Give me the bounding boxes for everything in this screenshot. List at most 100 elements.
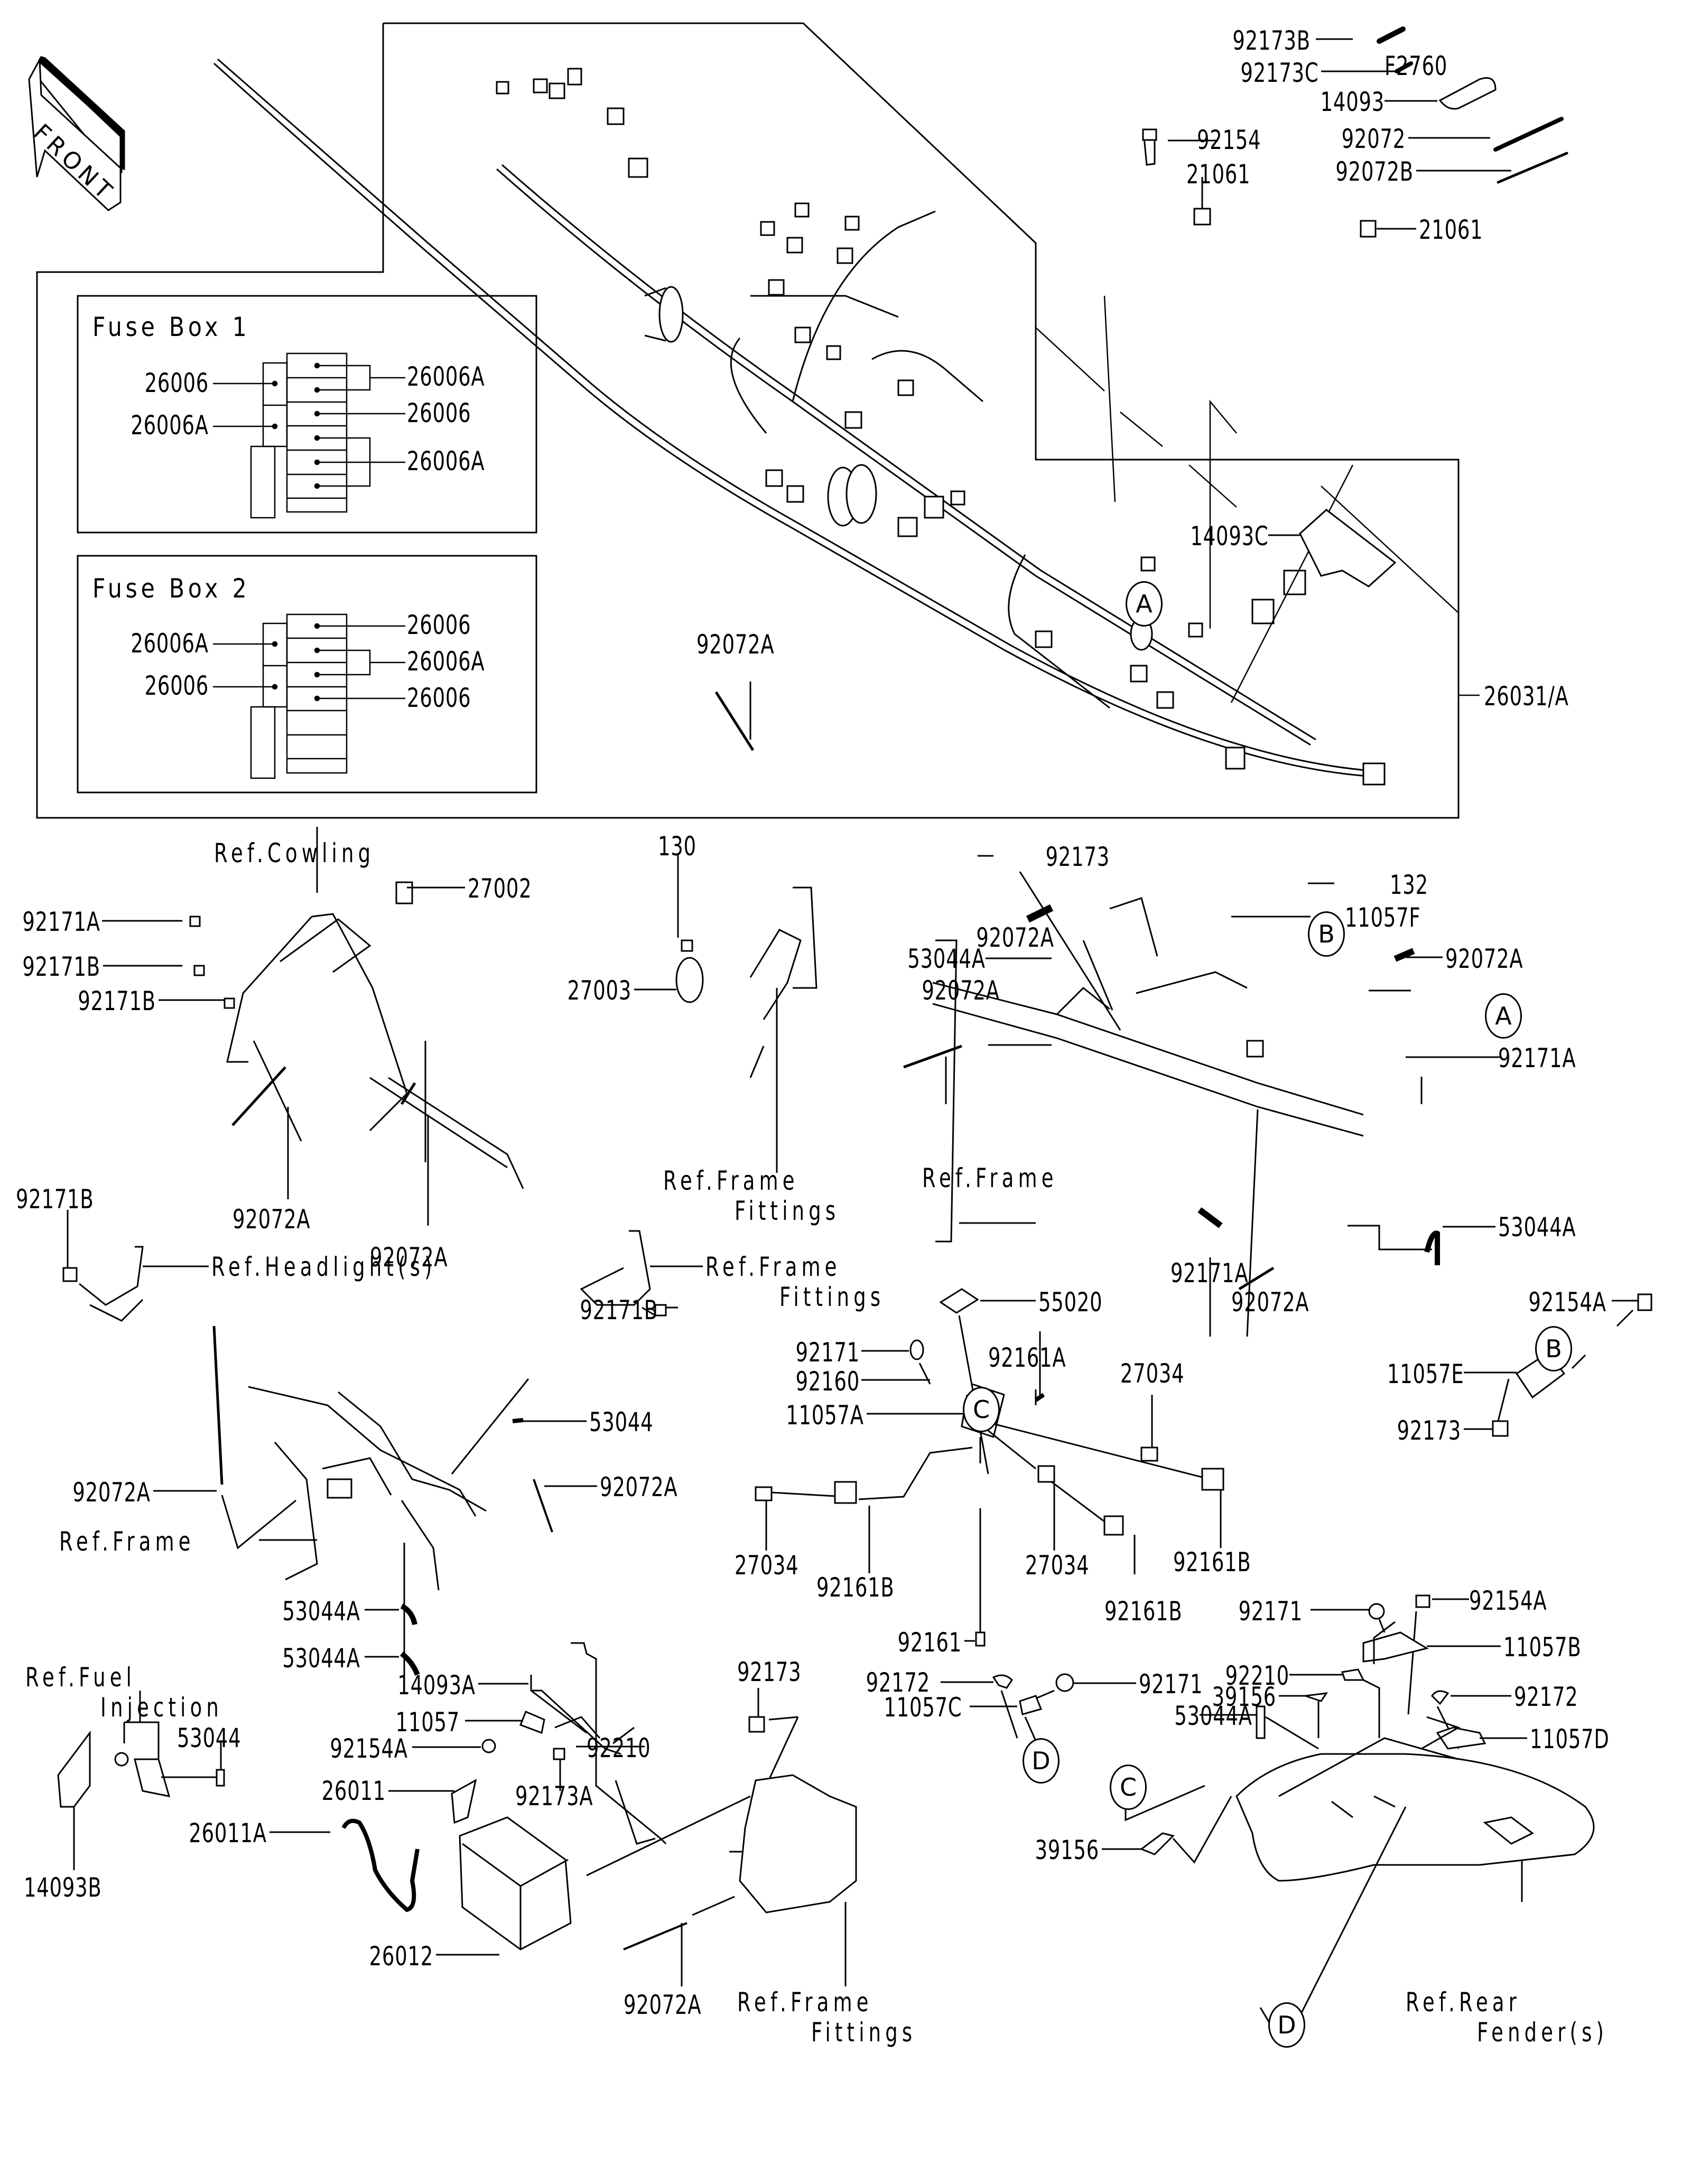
fuse-label[interactable]: 26006A <box>131 410 209 441</box>
part-label[interactable]: 92072A <box>922 975 1000 1006</box>
part-label[interactable]: 14093B <box>24 1872 102 1903</box>
ref-frame-fittings-label[interactable]: Fittings <box>735 1196 840 1226</box>
part-label[interactable]: 26031/A <box>1484 681 1569 712</box>
part-label[interactable]: 92161B <box>1104 1596 1183 1627</box>
part-label[interactable]: 21061 <box>1186 159 1251 190</box>
part-label[interactable]: 53044A <box>1498 1212 1576 1243</box>
part-label[interactable]: 92072B <box>1335 156 1414 187</box>
ref-headlight-label[interactable]: Ref.Headlight(s) <box>211 1252 436 1282</box>
part-label[interactable]: 39156 <box>1035 1835 1099 1865</box>
part-label[interactable]: 11057B <box>1503 1632 1582 1663</box>
part-label[interactable]: 92171A <box>1498 1043 1576 1074</box>
part-label[interactable]: 92173C <box>1240 58 1318 88</box>
part-label[interactable]: 92160 <box>795 1366 860 1397</box>
part-label[interactable]: 92161B <box>816 1572 895 1603</box>
part-label[interactable]: 92154A <box>1528 1287 1606 1318</box>
part-label[interactable]: 92154A <box>330 1733 408 1764</box>
part-label[interactable]: 27003 <box>567 975 631 1006</box>
part-label[interactable]: 21061 <box>1419 214 1483 245</box>
part-label[interactable]: 92173 <box>737 1657 802 1687</box>
part-label[interactable]: 14093A <box>397 1670 476 1701</box>
part-label[interactable]: 53044A <box>282 1643 360 1674</box>
part-label[interactable]: 92154A <box>1469 1585 1547 1616</box>
part-label[interactable]: 92072A <box>600 1472 678 1502</box>
ref-rear-fender-label[interactable]: Ref.Rear <box>1406 1987 1521 2018</box>
ref-cowling-label[interactable]: Ref.Cowling <box>214 838 375 869</box>
fuse-label[interactable]: 26006 <box>407 398 471 428</box>
part-label[interactable]: 14093 <box>1320 87 1385 117</box>
part-label[interactable]: 26011 <box>321 1776 386 1806</box>
part-label[interactable]: 92171A <box>1170 1258 1249 1289</box>
part-label[interactable]: 92171 <box>795 1337 860 1368</box>
part-label[interactable]: 92161 <box>897 1627 962 1658</box>
ref-frame-label[interactable]: Ref.Frame <box>922 1163 1058 1193</box>
part-label[interactable]: 92171B <box>16 1184 94 1215</box>
part-label[interactable]: 92171B <box>78 986 156 1016</box>
part-label[interactable]: 14093C <box>1190 521 1268 552</box>
part-label[interactable]: 92172 <box>866 1667 930 1698</box>
part-label[interactable]: 27034 <box>735 1550 799 1581</box>
part-label[interactable]: 92161B <box>1173 1547 1251 1578</box>
ref-frame-fittings-label[interactable]: Ref.Frame <box>705 1252 841 1282</box>
part-label[interactable]: 27034 <box>1120 1358 1185 1389</box>
part-label[interactable]: 92072A <box>976 922 1054 953</box>
part-label[interactable]: 92173B <box>1232 25 1311 56</box>
part-label[interactable]: 55020 <box>1038 1287 1103 1318</box>
part-label[interactable]: 92172 <box>1514 1682 1578 1712</box>
part-label[interactable]: 92173 <box>1045 842 1110 872</box>
part-label[interactable]: 92173A <box>515 1781 593 1812</box>
ref-frame-fittings-label[interactable]: Fittings <box>811 2017 917 2048</box>
part-label[interactable]: 11057 <box>395 1707 460 1738</box>
ref-rear-fender-label[interactable]: Fender(s) <box>1477 2017 1609 2048</box>
part-label[interactable]: 53044 <box>589 1407 654 1438</box>
part-label[interactable]: 92171A <box>22 907 100 937</box>
part-label[interactable]: 53044A <box>907 944 986 974</box>
part-label[interactable]: 92161A <box>988 1342 1066 1373</box>
part-label[interactable]: 92210 <box>587 1733 651 1763</box>
part-label[interactable]: 11057C <box>883 1692 962 1723</box>
part-label[interactable]: 92072A <box>1445 944 1523 974</box>
part-label[interactable]: 53044A <box>1174 1701 1252 1731</box>
ref-fuel-injection-label[interactable]: Ref.Fuel <box>25 1662 136 1693</box>
part-label[interactable]: 92173 <box>1397 1415 1461 1446</box>
part-label[interactable]: 92072 <box>1341 124 1406 154</box>
ref-frame-fittings-label[interactable]: Ref.Frame <box>663 1165 799 1196</box>
part-label[interactable]: 92072A <box>233 1204 311 1235</box>
fuse-label[interactable]: 26006 <box>144 670 209 701</box>
part-label[interactable]: 92072A <box>624 1990 702 2020</box>
part-label[interactable]: 27034 <box>1025 1550 1090 1581</box>
part-label[interactable]: 92072A <box>370 1242 448 1273</box>
part-label[interactable]: 11057E <box>1387 1359 1464 1389</box>
part-label[interactable]: 26012 <box>369 1941 433 1972</box>
part-label[interactable]: 92072A <box>696 629 775 660</box>
fuse-label[interactable]: 26006 <box>407 610 471 640</box>
fuse-label[interactable]: 26006 <box>144 368 209 398</box>
part-label[interactable]: 132 <box>1390 870 1428 900</box>
ref-fuel-injection-label[interactable]: Injection <box>100 1692 223 1723</box>
part-label[interactable]: 92171 <box>1238 1596 1303 1627</box>
part-label[interactable]: 11057D <box>1530 1724 1610 1754</box>
part-label[interactable]: 130 <box>658 831 696 862</box>
fuse-label[interactable]: 26006A <box>407 446 485 477</box>
part-label[interactable]: 92154 <box>1197 125 1261 155</box>
part-label[interactable]: 11057F <box>1345 902 1421 933</box>
fuse-label[interactable]: 26006A <box>131 628 209 659</box>
ref-frame-label[interactable]: Ref.Frame <box>59 1526 195 1557</box>
ref-frame-fittings-label[interactable]: Fittings <box>779 1282 885 1312</box>
part-label[interactable]: 92072A <box>72 1477 151 1508</box>
fuse-label[interactable]: 26006 <box>407 683 471 713</box>
part-label[interactable]: 92171B <box>22 951 100 982</box>
fuse-label[interactable]: 26006A <box>407 361 485 392</box>
part-label[interactable]: 92171 <box>1139 1669 1203 1700</box>
part-label[interactable]: 53044A <box>282 1596 360 1627</box>
part-label[interactable]: 53044 <box>177 1723 241 1753</box>
fuse-label[interactable]: 26006A <box>407 646 485 677</box>
ref-frame-fittings-label[interactable]: Ref.Frame <box>737 1987 873 2018</box>
part-label[interactable]: 92072A <box>1231 1287 1309 1318</box>
part-label[interactable]: 39156 <box>1212 1682 1276 1712</box>
part-label[interactable]: 26011A <box>189 1818 267 1849</box>
part-label[interactable]: 92171B <box>580 1295 658 1326</box>
part-label[interactable]: 27002 <box>468 873 532 904</box>
part-label[interactable]: 11057A <box>786 1400 864 1431</box>
part-label[interactable]: 92210 <box>1225 1660 1289 1691</box>
